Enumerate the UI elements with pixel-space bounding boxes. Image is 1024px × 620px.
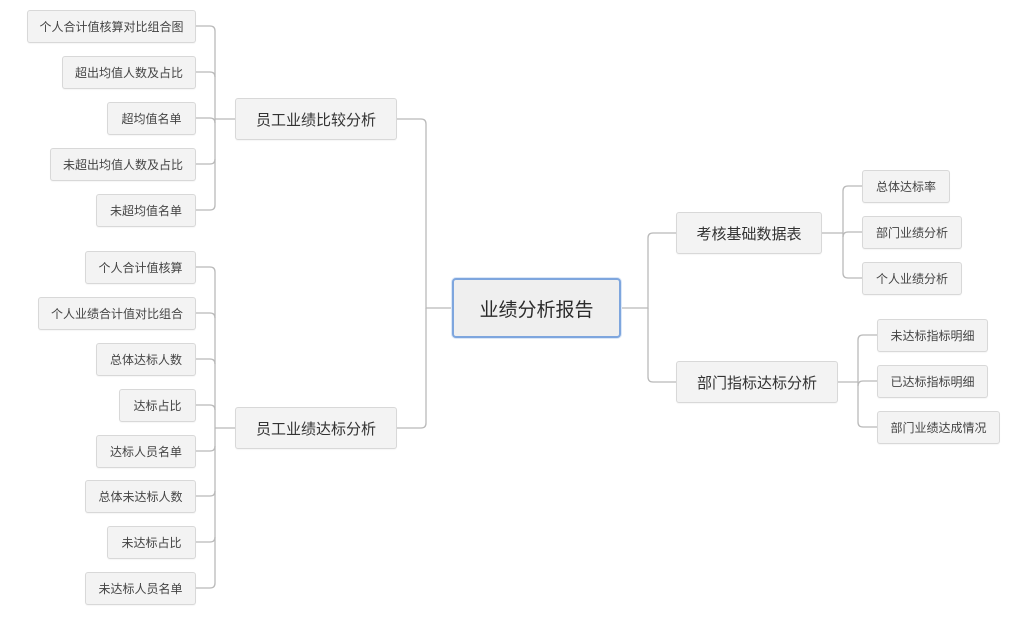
connector-line [196,445,216,452]
connector-line [842,231,862,238]
leaf-node[interactable]: 部门业绩分析 [862,216,962,249]
leaf-label: 个人合计值核算对比组合图 [39,20,184,34]
connector-line [196,71,216,78]
connector-line [196,266,216,273]
leaf-node[interactable]: 未超出均值人数及占比 [50,148,196,181]
leaf-label: 个人业绩合计值对比组合 [50,307,183,321]
leaf-node[interactable]: 超均值名单 [107,102,196,135]
leaf-label: 未超出均值人数及占比 [62,158,183,172]
leaf-label: 未达标占比 [121,536,182,550]
connector-line [842,272,862,279]
leaf-label: 总体达标率 [875,180,936,194]
connector-line [196,582,216,589]
root-node[interactable]: 业绩分析报告 [452,278,621,338]
leaf-node[interactable]: 总体达标率 [862,170,950,203]
connector-line [196,25,216,32]
connector-line [397,118,452,309]
branch-label: 员工业绩比较分析 [255,110,376,129]
connector-line [196,404,216,411]
connector-line [196,358,216,365]
leaf-label: 个人合计值核算 [98,261,183,275]
leaf-node[interactable]: 达标占比 [119,389,196,422]
branch-assessment-base-data[interactable]: 考核基础数据表 [676,212,822,254]
connector-line [196,158,216,165]
connector-line [857,380,877,387]
branch-employee-performance-comparison[interactable]: 员工业绩比较分析 [235,98,397,140]
branch-label: 考核基础数据表 [696,224,802,243]
connector-line [621,232,676,309]
leaf-label: 未超均值名单 [109,204,182,218]
connector-line [196,536,216,543]
connector-line [647,308,676,383]
leaf-label: 达标占比 [133,399,182,413]
branch-label: 部门指标达标分析 [696,373,817,392]
leaf-node[interactable]: 未达标占比 [107,526,196,559]
leaf-node[interactable]: 达标人员名单 [96,435,196,468]
leaf-node[interactable]: 已达标指标明细 [877,365,988,398]
connector-line [196,117,216,124]
leaf-node[interactable]: 未达标人员名单 [85,572,196,605]
leaf-label: 部门业绩分析 [875,226,948,240]
leaf-label: 达标人员名单 [109,445,182,459]
leaf-label: 部门业绩达成情况 [890,421,987,435]
leaf-node[interactable]: 个人业绩分析 [862,262,962,295]
connector-line [196,312,216,319]
leaf-node[interactable]: 未超均值名单 [96,194,196,227]
leaf-node[interactable]: 部门业绩达成情况 [877,411,1000,444]
connector-line [196,204,216,211]
connector-line [857,421,877,428]
connector-line [857,334,877,341]
connector-line [842,185,862,192]
leaf-node[interactable]: 个人业绩合计值对比组合 [38,297,196,330]
branch-employee-performance-target[interactable]: 员工业绩达标分析 [235,407,397,449]
leaf-label: 总体达标人数 [109,353,182,367]
leaf-label: 未达标人员名单 [98,582,183,596]
leaf-node[interactable]: 总体达标人数 [96,343,196,376]
branch-department-target[interactable]: 部门指标达标分析 [676,361,838,403]
leaf-node[interactable]: 个人合计值核算对比组合图 [27,10,196,43]
connector-line [397,308,427,429]
connector-line [196,490,216,497]
leaf-node[interactable]: 总体未达标人数 [85,480,196,513]
leaf-node[interactable]: 个人合计值核算 [85,251,196,284]
leaf-node[interactable]: 超出均值人数及占比 [62,56,196,89]
leaf-label: 已达标指标明细 [890,375,975,389]
leaf-label: 未达标指标明细 [890,329,975,343]
leaf-label: 个人业绩分析 [875,272,948,286]
leaf-label: 超均值名单 [121,112,182,126]
leaf-node[interactable]: 未达标指标明细 [877,319,988,352]
branch-label: 员工业绩达标分析 [255,419,376,438]
leaf-label: 总体未达标人数 [98,490,183,504]
root-label: 业绩分析报告 [479,298,594,321]
leaf-label: 超出均值人数及占比 [74,66,183,80]
